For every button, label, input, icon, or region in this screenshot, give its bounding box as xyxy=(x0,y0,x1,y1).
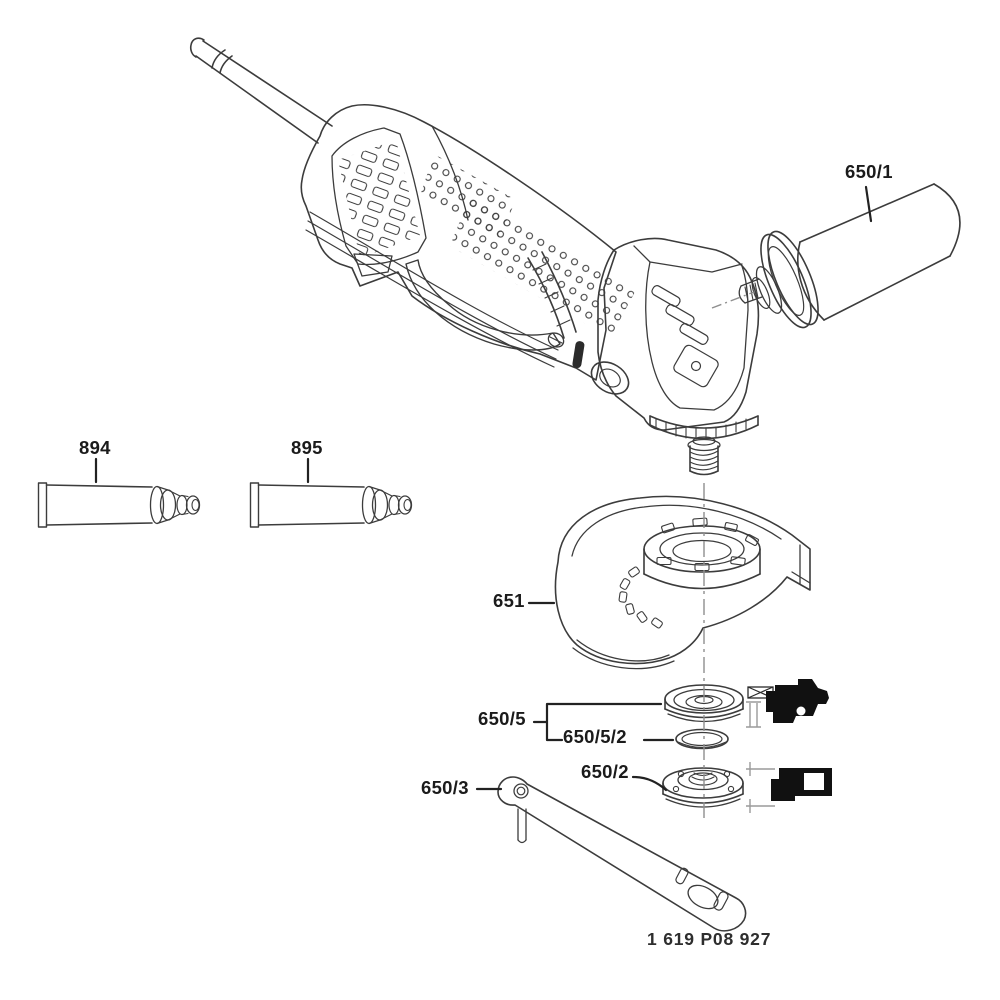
cable-sleeve-894 xyxy=(37,482,201,528)
label-650-2: 650/2 xyxy=(581,761,629,782)
label-650-1: 650/1 xyxy=(845,161,893,182)
auxiliary-handle xyxy=(738,183,961,329)
label-650-3: 650/3 xyxy=(421,777,469,798)
clamping-nut xyxy=(662,767,744,808)
handle-axis-centerline xyxy=(711,291,755,309)
leader-bracket-650-5 xyxy=(532,702,663,742)
cable-sleeve-895 xyxy=(249,482,413,528)
wheel-guard xyxy=(554,495,811,670)
grinder-head-icon xyxy=(766,679,829,723)
label-895: 895 xyxy=(291,437,323,458)
leader-650-1 xyxy=(864,185,873,223)
document-number: 1 619 P08 927 xyxy=(647,929,772,949)
label-894: 894 xyxy=(79,437,111,458)
leader-lines xyxy=(94,185,873,792)
label-650-5: 650/5 xyxy=(478,708,526,729)
label-650-5-2: 650/5/2 xyxy=(563,726,627,747)
spanner-wrench xyxy=(497,776,747,932)
leader-650-2 xyxy=(631,775,668,792)
motor-housing xyxy=(300,103,636,381)
o-ring xyxy=(675,728,729,750)
spindle xyxy=(649,415,759,476)
nut-mounting-pictogram xyxy=(746,762,832,813)
assembly-centerline xyxy=(703,291,755,818)
cord-sleeve xyxy=(189,37,333,144)
flange-mounting-pictogram xyxy=(746,679,829,728)
label-651: 651 xyxy=(493,590,525,611)
